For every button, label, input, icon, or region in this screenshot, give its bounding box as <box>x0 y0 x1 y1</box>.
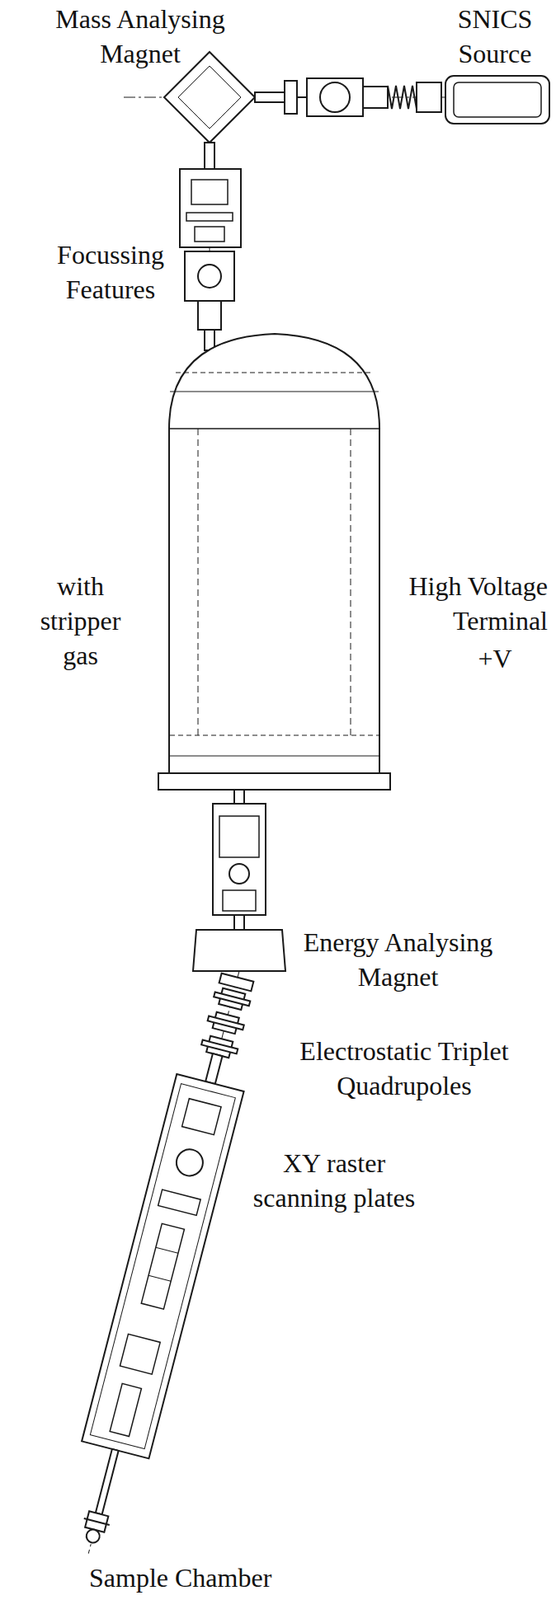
part-label: Mass Analysing Magnet <box>41 1 240 71</box>
accelerator-tank <box>169 334 380 776</box>
tank-band <box>169 756 379 758</box>
tank-band <box>169 428 379 430</box>
quadrupole-lug <box>207 1017 245 1032</box>
focus-housing <box>179 169 241 248</box>
sample-chamber <box>84 1519 110 1527</box>
tank-column <box>350 428 352 736</box>
beam-axis <box>88 971 240 1555</box>
focus-lens <box>222 890 256 912</box>
part-label: +V <box>470 641 520 677</box>
snics-source-inner <box>453 82 542 118</box>
flange <box>416 82 442 113</box>
scanner-housing <box>81 1074 244 1460</box>
focus-lens <box>191 179 228 205</box>
scanner-part <box>182 1099 222 1136</box>
part-label: Sample Chamber <box>89 1561 354 1597</box>
quadrupole-lug <box>213 992 250 1007</box>
part-label: XY raster scanning plates <box>239 1146 429 1216</box>
focus-lens <box>194 226 225 242</box>
snics-source-box <box>445 75 550 124</box>
raster-plates <box>158 1190 201 1216</box>
beam-pipe <box>95 1450 119 1516</box>
mass-magnet-pole <box>178 65 241 129</box>
source-chamber <box>306 78 363 117</box>
scanner-inner <box>89 1084 236 1451</box>
part-label: SNICS Source <box>441 1 549 71</box>
focus-chamber <box>184 251 235 302</box>
part-label: High Voltage Terminal <box>384 569 548 639</box>
scanner-part <box>155 1248 179 1254</box>
scanner-part <box>119 1334 161 1376</box>
quadrupole-lug <box>201 1041 238 1056</box>
energy-magnet <box>193 930 286 972</box>
focus-lens <box>186 212 233 222</box>
tank-column <box>197 428 199 736</box>
part-label: Electrostatic Triplet Quadrupoles <box>272 1034 537 1104</box>
beam-pipe <box>205 1054 222 1085</box>
scanner-part <box>109 1384 142 1438</box>
focus-port <box>197 264 222 288</box>
tank-band <box>169 735 379 737</box>
lens <box>362 86 388 109</box>
focus-housing <box>212 804 266 916</box>
bellows <box>387 85 417 109</box>
sample-chamber <box>84 1529 101 1546</box>
beam-pipe <box>204 142 215 170</box>
beam-pipe <box>254 92 285 103</box>
scanner-port <box>173 1147 206 1180</box>
tank-band <box>175 372 373 374</box>
focus-port <box>229 864 250 885</box>
part-label: Focussing Features <box>47 237 174 307</box>
flange <box>284 80 297 114</box>
drawing-part <box>55 962 274 1564</box>
beam-pipe <box>234 790 245 805</box>
flange <box>296 96 307 99</box>
beam-pipe <box>234 915 245 931</box>
scanner-part <box>148 1276 171 1282</box>
part-label: with stripper gas <box>28 569 132 674</box>
tank-base-flange <box>158 773 391 791</box>
scanner-part <box>141 1224 184 1310</box>
tank-band <box>169 391 379 393</box>
source-port <box>320 82 350 113</box>
part-label: Energy Analysing Magnet <box>288 925 508 995</box>
beam-pipe <box>197 301 222 330</box>
focus-lens <box>219 816 260 858</box>
